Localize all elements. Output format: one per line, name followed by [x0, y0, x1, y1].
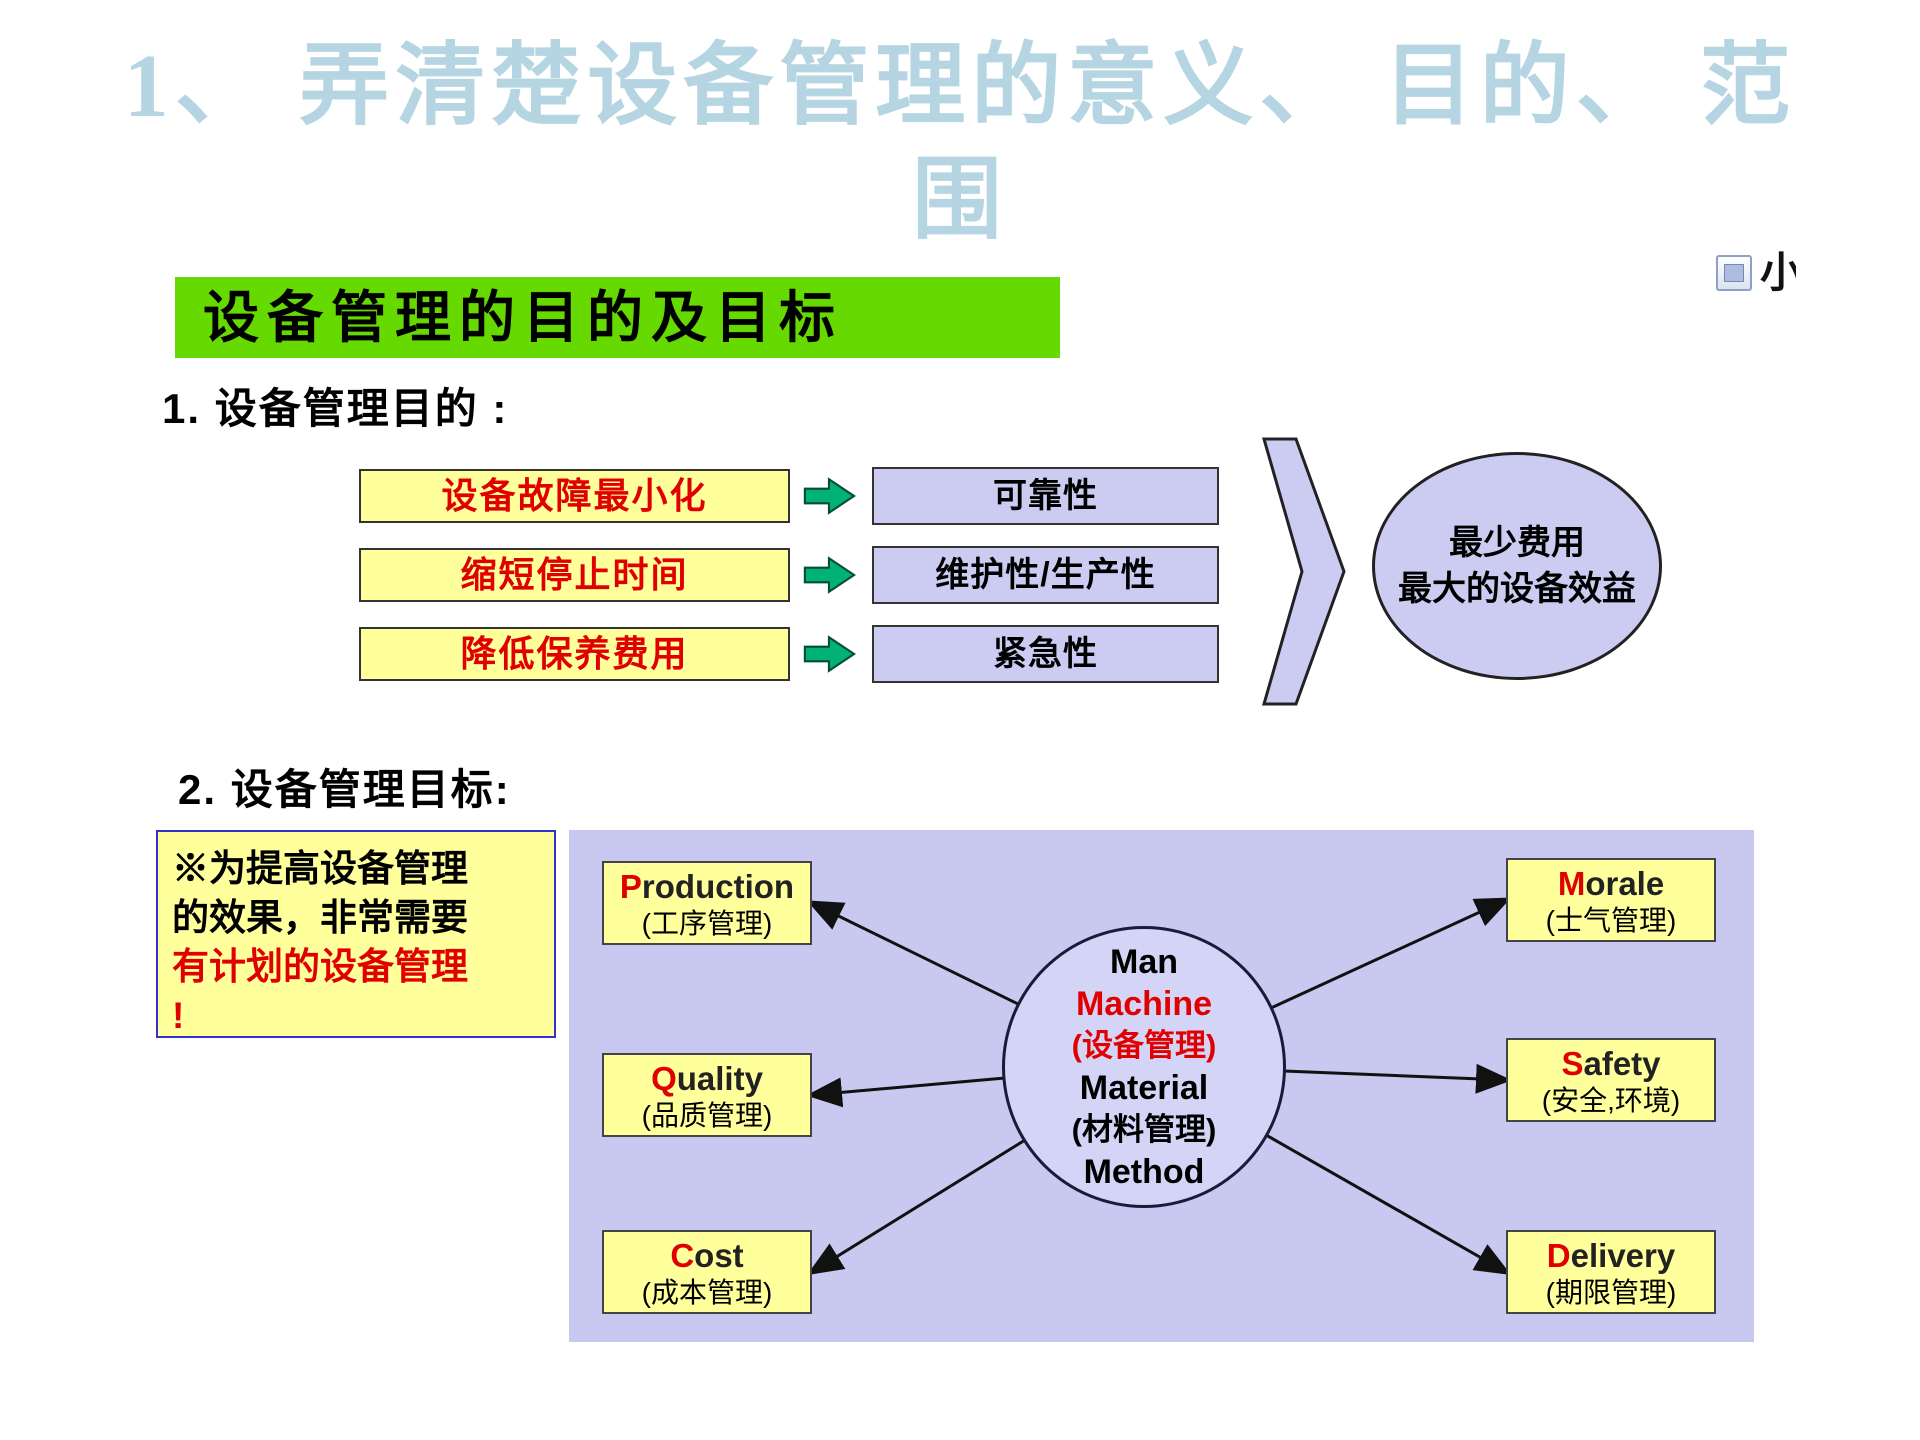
- slide-title: 1、 弄清楚设备管理的意义、 目的、 范 围: [0, 30, 1920, 258]
- partial-glyph: 小: [1760, 250, 1796, 296]
- node-cost-label: Cost: [670, 1237, 744, 1274]
- goal-heading: 2. 设备管理目标:: [178, 766, 511, 813]
- node-quality-sub: (品质管理): [641, 1100, 773, 1131]
- center-method: Method: [1083, 1153, 1205, 1191]
- node-quality: Quality (品质管理): [602, 1053, 812, 1137]
- picture-icon-inner: [1724, 264, 1744, 282]
- note-line4: !: [172, 995, 185, 1036]
- center-material: Material: [1079, 1069, 1209, 1107]
- slide-title-line1: 1、 弄清楚设备管理的意义、 目的、 范: [123, 37, 1797, 136]
- cause-box-failure-minimize: 设备故障最小化: [359, 469, 790, 523]
- cause-box-reduce-maintenance-cost: 降低保养费用: [359, 627, 790, 681]
- note-line2: 的效果，非常需要: [172, 897, 468, 938]
- green-arrow-icon-1: [803, 477, 856, 515]
- center-man: Man: [1110, 943, 1178, 981]
- green-arrow-icon-2: [803, 556, 856, 594]
- note-line3: 有计划的设备管理: [172, 946, 468, 987]
- picture-icon[interactable]: [1716, 255, 1752, 291]
- effect-box-maintainability: 维护性/生产性: [872, 546, 1219, 604]
- node-delivery: Delivery (期限管理): [1506, 1230, 1716, 1314]
- center-machine-cn: (设备管理): [1071, 1028, 1217, 1063]
- effect-box-reliability: 可靠性: [872, 467, 1219, 525]
- node-morale-sub: (士气管理): [1545, 905, 1677, 936]
- partial-glyph-text: 小: [1760, 250, 1796, 296]
- center-machine: Machine: [1075, 985, 1213, 1023]
- node-production: Production (工序管理): [602, 861, 812, 945]
- toolbar: 小: [1716, 250, 1846, 296]
- result-line2: 最大的设备效益: [1398, 570, 1636, 608]
- node-morale: Morale (士气管理): [1506, 858, 1716, 942]
- note-box: ※为提高设备管理 的效果，非常需要 有计划的设备管理 !: [156, 830, 556, 1038]
- node-cost: Cost (成本管理): [602, 1230, 812, 1314]
- effect-box-urgency: 紧急性: [872, 625, 1219, 683]
- big-arrow-icon: [1262, 437, 1346, 706]
- green-arrow-icon-3: [803, 635, 856, 673]
- section-banner: 设备管理的目的及目标: [175, 277, 1060, 358]
- node-safety: Safety (安全,环境): [1506, 1038, 1716, 1122]
- slide-title-line2: 围: [912, 151, 1008, 250]
- node-safety-sub: (安全,环境): [1541, 1085, 1681, 1116]
- node-production-label: Production: [619, 868, 795, 905]
- cause-box-reduce-stop-time: 缩短停止时间: [359, 548, 790, 602]
- node-morale-label: Morale: [1557, 865, 1665, 902]
- node-delivery-label: Delivery: [1546, 1237, 1676, 1274]
- result-ellipse: 最少费用 最大的设备效益: [1372, 452, 1662, 680]
- center-material-cn: (材料管理): [1071, 1112, 1217, 1147]
- node-delivery-sub: (期限管理): [1545, 1277, 1677, 1308]
- node-quality-label: Quality: [651, 1060, 763, 1097]
- note-line1: ※为提高设备管理: [172, 848, 468, 889]
- node-cost-sub: (成本管理): [641, 1277, 773, 1308]
- center-circle: Man Machine (设备管理) Material (材料管理) Metho…: [1002, 926, 1286, 1208]
- node-production-sub: (工序管理): [641, 908, 773, 939]
- result-line1: 最少费用: [1449, 524, 1585, 562]
- node-safety-label: Safety: [1561, 1045, 1661, 1082]
- purpose-heading: 1. 设备管理目的 :: [162, 385, 509, 432]
